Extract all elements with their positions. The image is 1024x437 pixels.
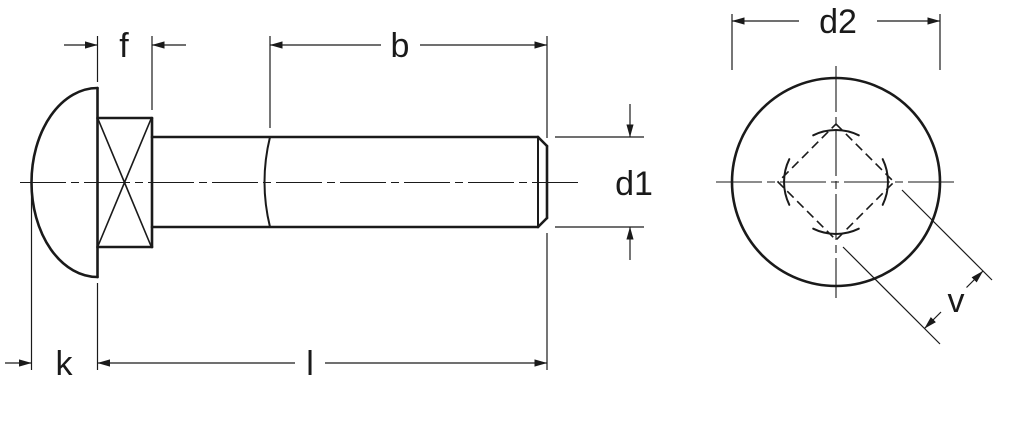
dimension-label-v: v [948,282,965,320]
chamfer-bottom-edge [536,216,549,229]
bolt-side-view [20,86,578,279]
v-arrow [924,311,942,329]
dimension-label-d1: d1 [615,165,653,203]
dimension-f: f [64,27,186,110]
under-head-arc [812,227,860,235]
under-head-arc [812,129,860,137]
drawing-lines: f b d1 k l [5,3,993,383]
head-circle-outline [730,76,942,288]
dimension-v: v [842,189,993,345]
square-neck-hidden-edges [776,122,896,242]
v-extension-line [842,246,941,345]
under-head-arc [783,158,791,206]
dimension-label-b: b [391,27,410,65]
dimension-label-l: l [306,345,314,383]
dome-head-outline [30,86,99,279]
dimension-label-f: f [119,27,129,65]
flat-surface-cross-mark [97,118,152,247]
dimension-l: l [97,233,548,383]
under-head-arc [881,158,889,206]
thread-runout-line [263,136,271,228]
dimension-k: k [5,192,99,383]
dimension-d1: d1 [555,104,653,260]
dimension-b: b [269,27,548,138]
dimension-d2: d2 [731,3,941,70]
v-arrow [966,270,984,288]
v-extension-line [901,189,993,281]
bolt-front-view [716,66,956,298]
chamfer-top-edge [536,135,549,148]
dimension-label-d2: d2 [819,3,857,41]
dimension-label-k: k [56,345,74,383]
